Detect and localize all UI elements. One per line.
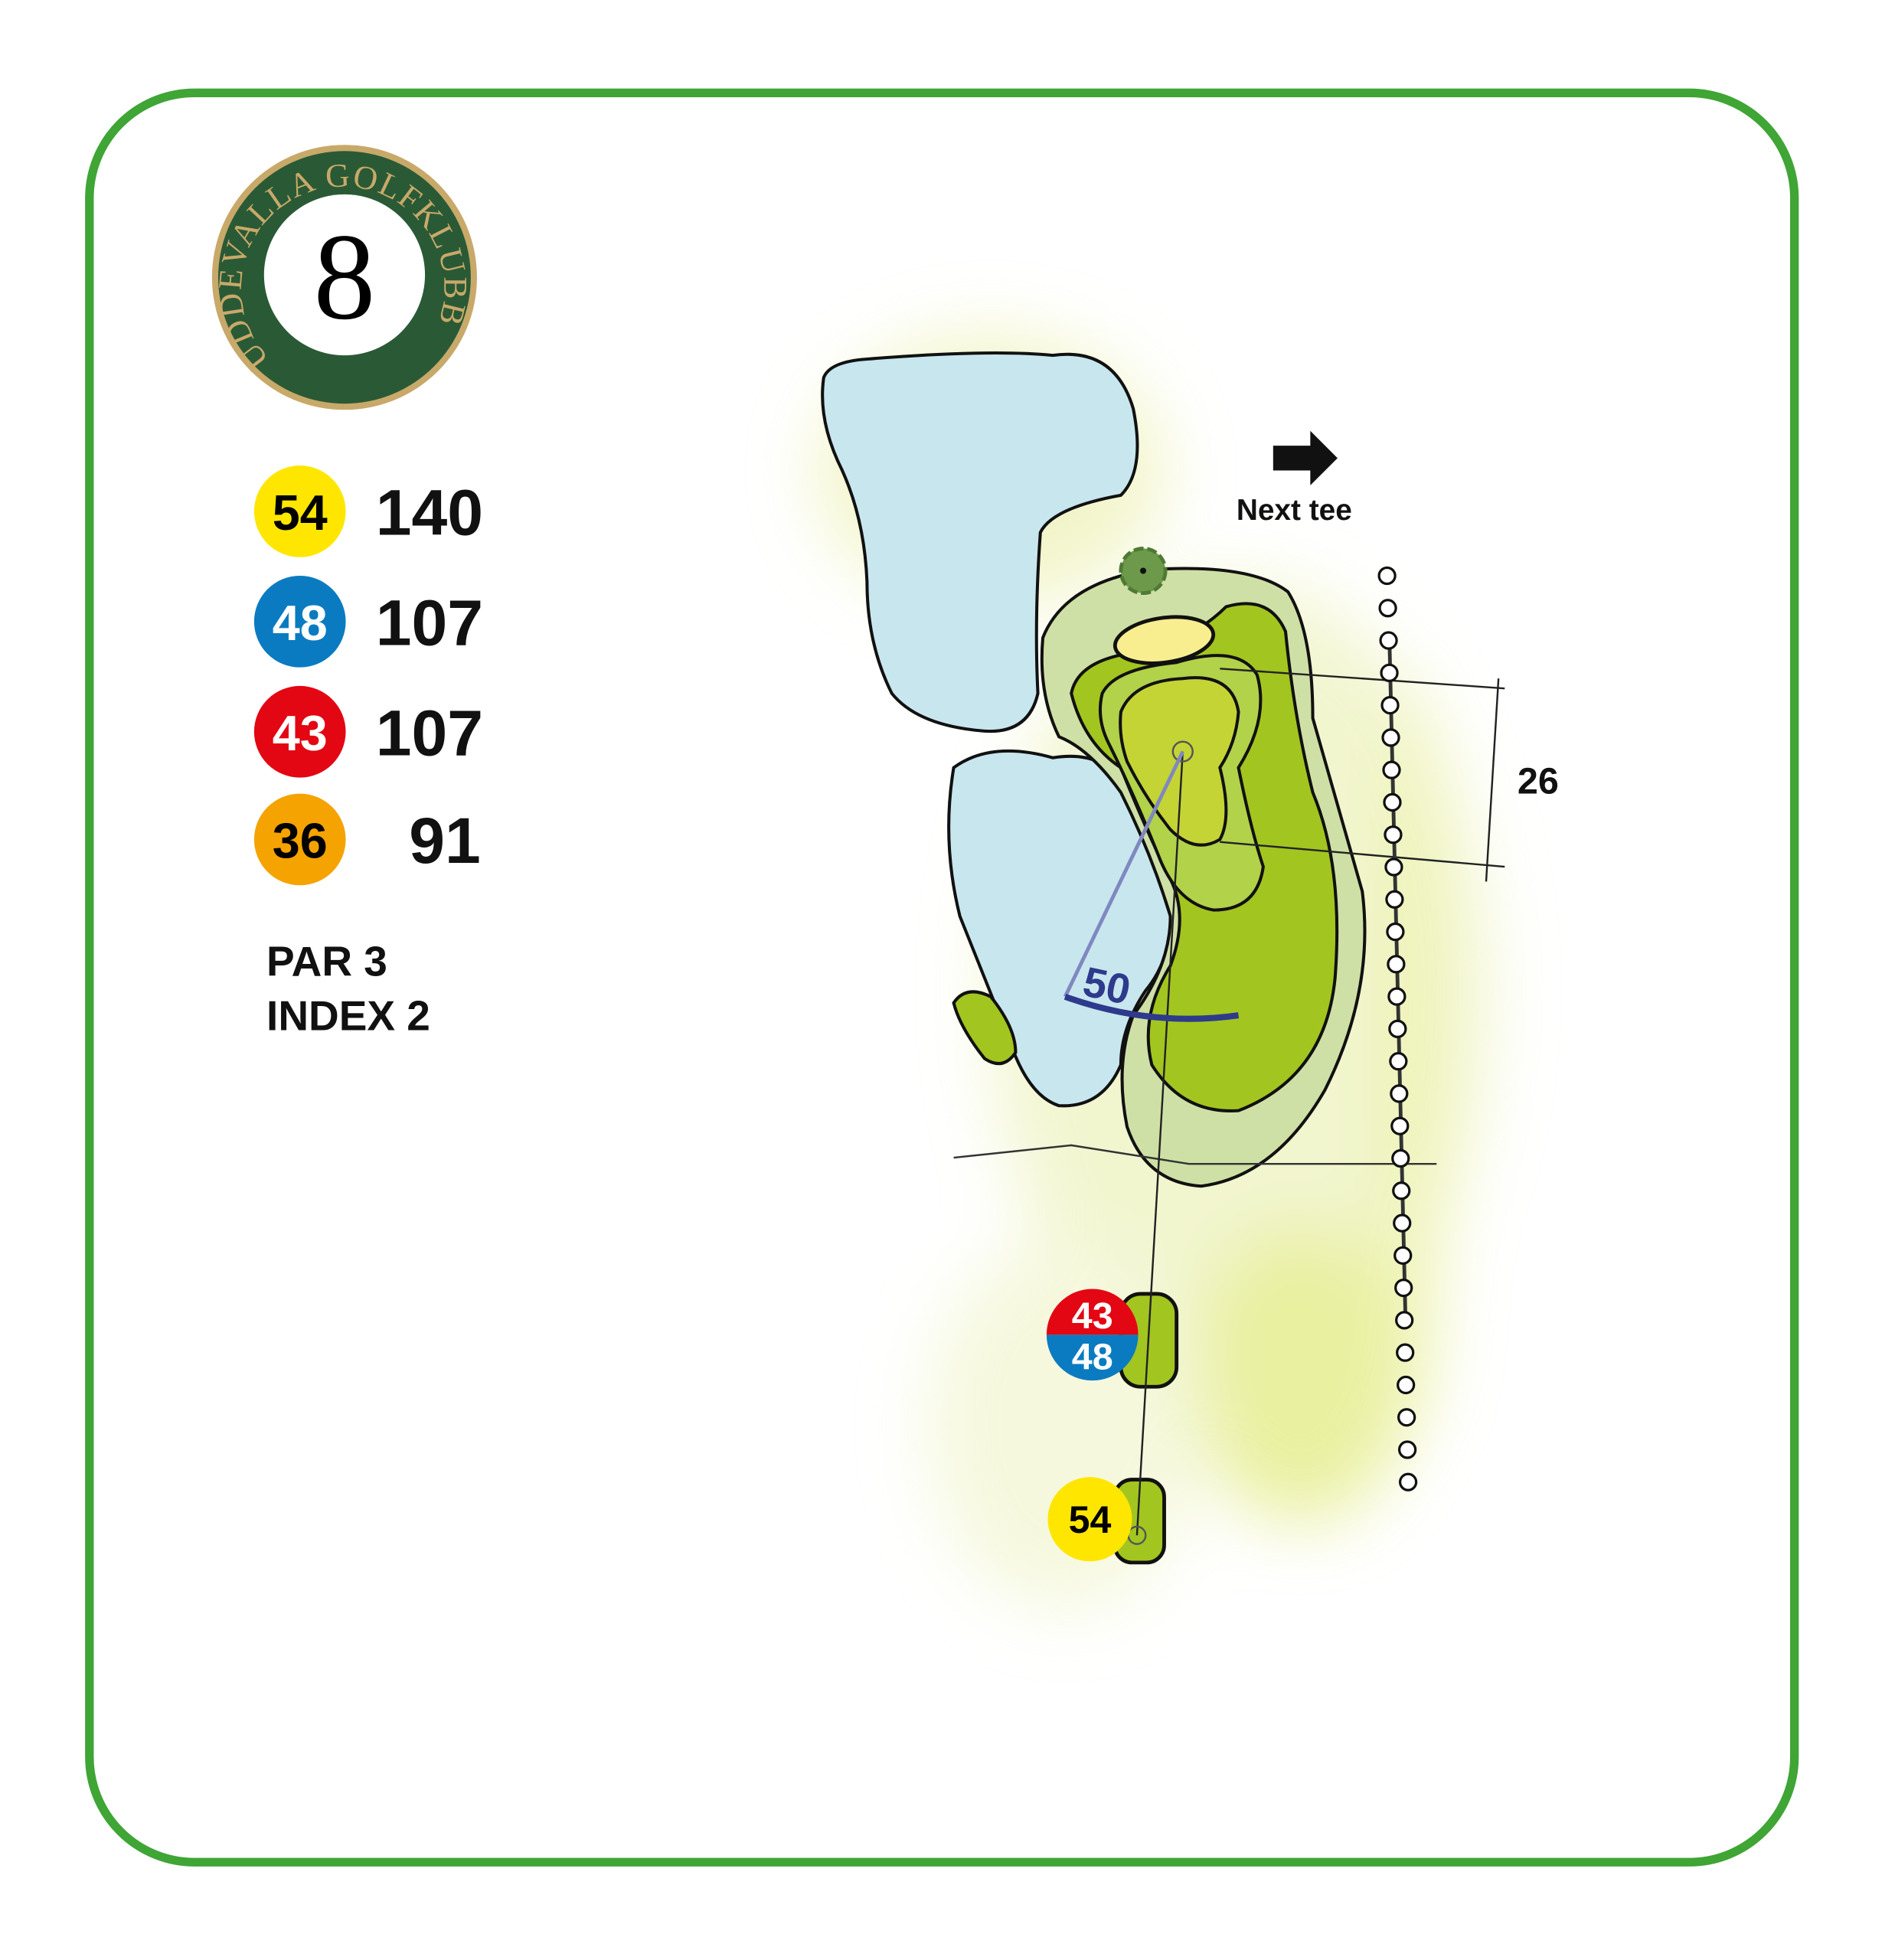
next-tee-label: Next tee (1237, 494, 1352, 527)
oob-stake (1382, 760, 1401, 779)
oob-stake (1389, 1052, 1408, 1071)
green-depth-label: 26 (1518, 761, 1559, 802)
par-label: PAR 3 (266, 937, 387, 985)
out-of-bounds-stakes (1377, 566, 1418, 1491)
tee-row-blue: 48 107 (253, 575, 483, 668)
oob-stake (1379, 631, 1398, 650)
tee-marker-bottom-label: 48 (1072, 1337, 1113, 1378)
oob-stake (1395, 1311, 1414, 1330)
hole-map: 50 26 Next tee 43 48 54 (817, 334, 1559, 1610)
pin-icon (1171, 740, 1194, 763)
oob-stake (1381, 728, 1400, 747)
tee-badge-orange (253, 793, 346, 886)
oob-stake (1387, 955, 1406, 974)
tee-row-yellow: 54 140 (253, 466, 483, 557)
oob-stake (1391, 1148, 1410, 1168)
arrow-right-icon (1273, 430, 1338, 485)
oob-stake (1380, 695, 1400, 715)
pond-upper (821, 351, 1139, 733)
tee-row-red: 43 107 (253, 685, 483, 778)
bunker (1112, 615, 1216, 665)
carry-distance-label: 50 (1079, 958, 1135, 1014)
tee-distance-list: 54 140 48 107 43 107 36 91 (253, 466, 483, 886)
oob-stake (1390, 1084, 1409, 1103)
oob-stake (1387, 987, 1407, 1006)
oob-stake (1397, 1375, 1416, 1395)
oob-stake (1390, 1116, 1410, 1135)
tee-label: 48 (273, 595, 328, 651)
tree-icon (1119, 546, 1168, 596)
tee-marker-top-label: 43 (1072, 1295, 1113, 1337)
next-tee-indicator: Next tee (1237, 430, 1352, 527)
tee-row-orange: 36 91 (253, 793, 481, 886)
oob-stake (1397, 1408, 1416, 1427)
club-logo: UDDEVALLA GOLFKLUBB 8 (212, 145, 477, 410)
boundary-line (953, 1144, 1437, 1165)
oob-stake (1377, 566, 1397, 586)
oob-stake (1397, 1440, 1417, 1459)
oob-stake (1388, 1019, 1407, 1039)
tee-distance: 107 (376, 697, 483, 769)
oob-stake (1384, 858, 1403, 877)
boundary-line (1387, 643, 1408, 1325)
oob-stake (1398, 1472, 1418, 1491)
tee-distance: 107 (376, 587, 483, 659)
oob-stake (1396, 1343, 1415, 1362)
oob-stake (1392, 1181, 1411, 1200)
index-label: INDEX 2 (266, 991, 430, 1039)
oob-stake (1393, 1214, 1412, 1233)
tee-label: 54 (273, 485, 328, 541)
oob-stake (1384, 825, 1403, 844)
carry-arc (1063, 994, 1240, 1022)
tee-badge-yellow (253, 466, 346, 557)
small-green-area (952, 990, 1018, 1066)
oob-stake (1380, 663, 1399, 682)
tee-label: 43 (273, 705, 328, 761)
oob-stake (1385, 890, 1404, 909)
tee-marker-43-48: 43 48 (1046, 1289, 1139, 1381)
oob-stake (1386, 922, 1405, 942)
oob-stake (1393, 1246, 1413, 1265)
tee-badge-blue (253, 575, 346, 668)
svg-text:54: 54 (1069, 1498, 1112, 1541)
hole-number: 8 (314, 208, 376, 345)
play-line (1135, 751, 1184, 1536)
green-depth-measure: 26 (1220, 668, 1559, 882)
tee-badge-red (253, 685, 346, 778)
tee-distance: 140 (376, 477, 483, 549)
oob-stake (1383, 792, 1402, 812)
tee-label: 36 (273, 813, 328, 869)
oob-stake (1394, 1278, 1413, 1298)
tee-marker-54: 54 (1047, 1477, 1132, 1562)
oob-stake (1378, 599, 1397, 618)
tee-distance: 91 (409, 805, 481, 877)
carry-radius-line (1063, 750, 1184, 998)
